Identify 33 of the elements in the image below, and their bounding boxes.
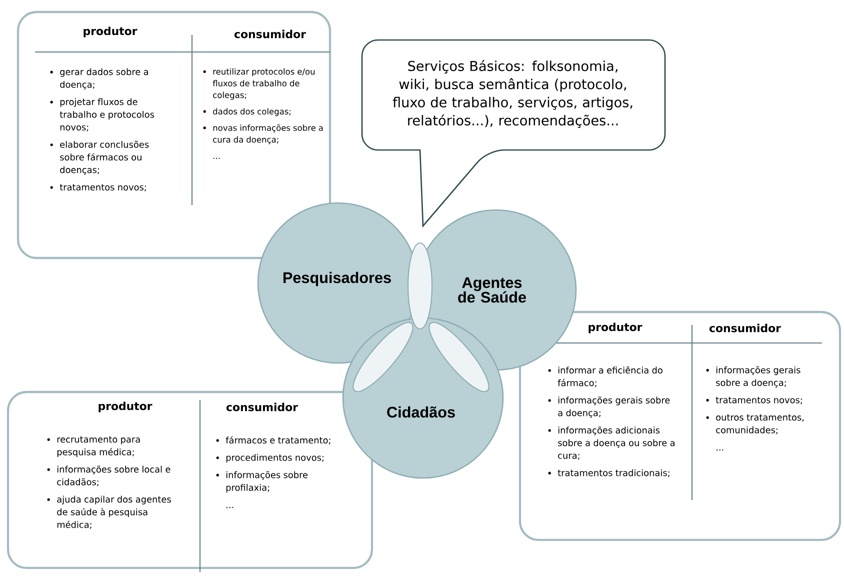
list-item: informações gerais sobre a doença; — [548, 396, 670, 418]
column-heading: produtor — [84, 26, 138, 38]
list-item: tratamentos tradicionais; — [548, 469, 670, 478]
list-item: dados dos colegas; — [203, 108, 291, 116]
callout-text: Serviços Básicos: folksonomia, wiki, busca semântica (protocolo, fluxo de trabalho, serviços, artigos, relatórios...), recomendações... — [392, 60, 632, 128]
list-item: tratamentos novos; — [706, 396, 802, 404]
list-item: informações gerais sobre a doença; — [706, 366, 800, 388]
list-item: gerar dados sobre a doença; — [50, 68, 148, 90]
list-item: informações sobre profilaxia; — [216, 471, 308, 493]
list-item: informações sobre local e cidadãos; — [47, 466, 170, 486]
list-item: informar a eficiência do fármaco; — [548, 366, 662, 388]
column-heading: consumidor — [710, 324, 781, 332]
column-heading: consumidor — [234, 30, 306, 38]
column-heading: produtor — [98, 402, 152, 412]
circle-label: Agentes de Saúde — [458, 277, 526, 303]
list-item: novas informações sobre a cura da doença; — [203, 124, 323, 144]
ellipsis: ... — [716, 449, 724, 451]
list-item: projetar fluxos de trabalho e protocolos novos; — [50, 98, 154, 132]
circle-label: Cidadãos — [387, 406, 455, 418]
ellipsis: ... — [213, 158, 220, 159]
list-item: informações adicionais sobre a doença ou sobre a cura; — [548, 426, 674, 460]
column-heading: consumidor — [226, 402, 298, 412]
circle-label: Pesquisadores — [283, 272, 391, 286]
list-item: tratamentos novos; — [50, 184, 146, 192]
list-item: fármacos e tratamento; — [216, 436, 330, 444]
list-item: reutilizar protocolos e/ou fluxos de trabalho de colegas; — [203, 68, 315, 100]
list-item: elaborar conclusões sobre fármacos ou doenças; — [50, 140, 149, 175]
ellipsis: ... — [226, 506, 234, 508]
column-heading: produtor — [588, 322, 642, 334]
list-item: recrutamento para pesquisa médica; — [47, 436, 140, 458]
list-item: procedimentos novos; — [216, 454, 324, 463]
list-item: outros tratamentos, comunidades; — [706, 414, 804, 434]
list-item: ajuda capilar dos agentes de saúde à pesquisa médica; — [47, 496, 171, 529]
